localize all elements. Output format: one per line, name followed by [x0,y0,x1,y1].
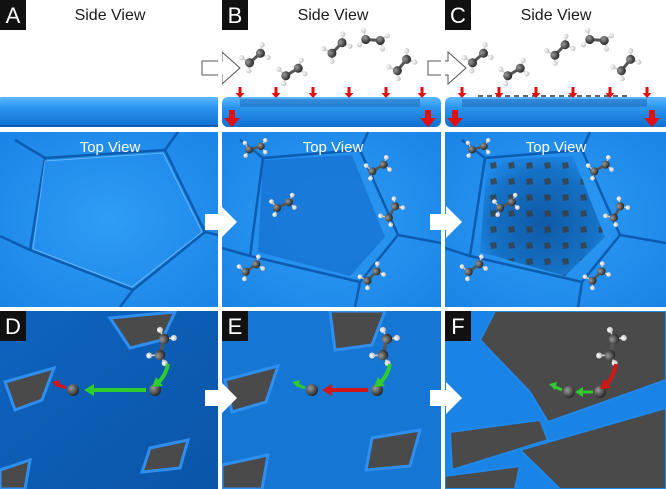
top-view-title-c: Top View [526,139,587,156]
green-arrow-icon [84,363,170,396]
panel-a-side [0,0,222,128]
panel-a-top [0,131,219,308]
molecule-icon [563,324,634,398]
side-view-title-a: Side View [75,7,146,24]
top-view-title-b: Top View [303,139,364,156]
red-arrow-icon [52,380,67,390]
side-view-title-b: Side View [298,7,369,24]
panel-label-e: E [222,311,248,341]
svg-text:E: E [228,314,243,339]
red-arrow-icon [600,363,618,389]
svg-text:B: B [228,3,243,28]
panel-c-top [444,131,666,308]
green-arrow-icon [549,382,593,397]
green-arrow-icon [292,363,392,390]
panel-label-b: B [222,0,248,30]
panel-b-top [221,131,442,308]
svg-text:D: D [5,314,21,339]
panel-e [220,309,441,489]
top-view-title-a: Top View [80,139,141,156]
svg-text:A: A [6,3,21,28]
svg-text:C: C [450,3,466,28]
panel-label-f: F [445,311,471,341]
panel-label-c: C [445,0,471,30]
svg-text:F: F [451,314,464,339]
panel-b-side [222,0,441,128]
red-arrow-icon [322,384,368,396]
panel-label-a: A [0,0,26,30]
side-view-title-c: Side View [521,7,592,24]
panel-d [0,310,218,489]
panel-f [444,310,666,489]
panel-label-d: D [0,311,26,341]
